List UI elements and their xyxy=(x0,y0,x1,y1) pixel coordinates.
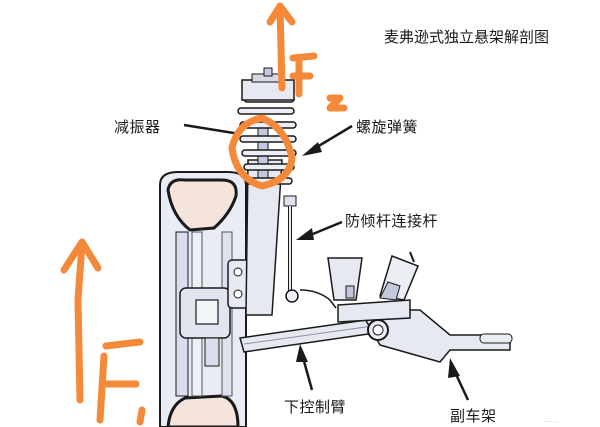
f2-letter xyxy=(289,52,348,112)
diagram-title: 麦弗逊式独立悬架解剖图 xyxy=(384,28,550,46)
top-mount xyxy=(241,67,295,101)
stabilizer-link xyxy=(283,195,299,303)
label-stabilizer-link: 防倾杆连接杆 xyxy=(345,212,439,230)
label-coil-spring: 螺旋弹簧 xyxy=(356,118,419,136)
leader-arrows xyxy=(183,123,470,401)
force-arrow-top xyxy=(266,2,296,92)
label-subframe: 副车架 xyxy=(450,407,497,425)
engine-mounts xyxy=(299,251,419,309)
force-arrow-wheel xyxy=(60,238,102,404)
f1-letter xyxy=(96,338,146,426)
watermark: ······ xyxy=(544,418,558,426)
orange-annotations xyxy=(60,2,348,426)
subframe xyxy=(337,299,513,363)
shock-circle xyxy=(228,114,296,190)
lower-control-arm xyxy=(239,317,383,353)
label-lower-control-arm: 下控制臂 xyxy=(284,398,347,416)
label-shock-absorber: 减振器 xyxy=(114,118,161,136)
